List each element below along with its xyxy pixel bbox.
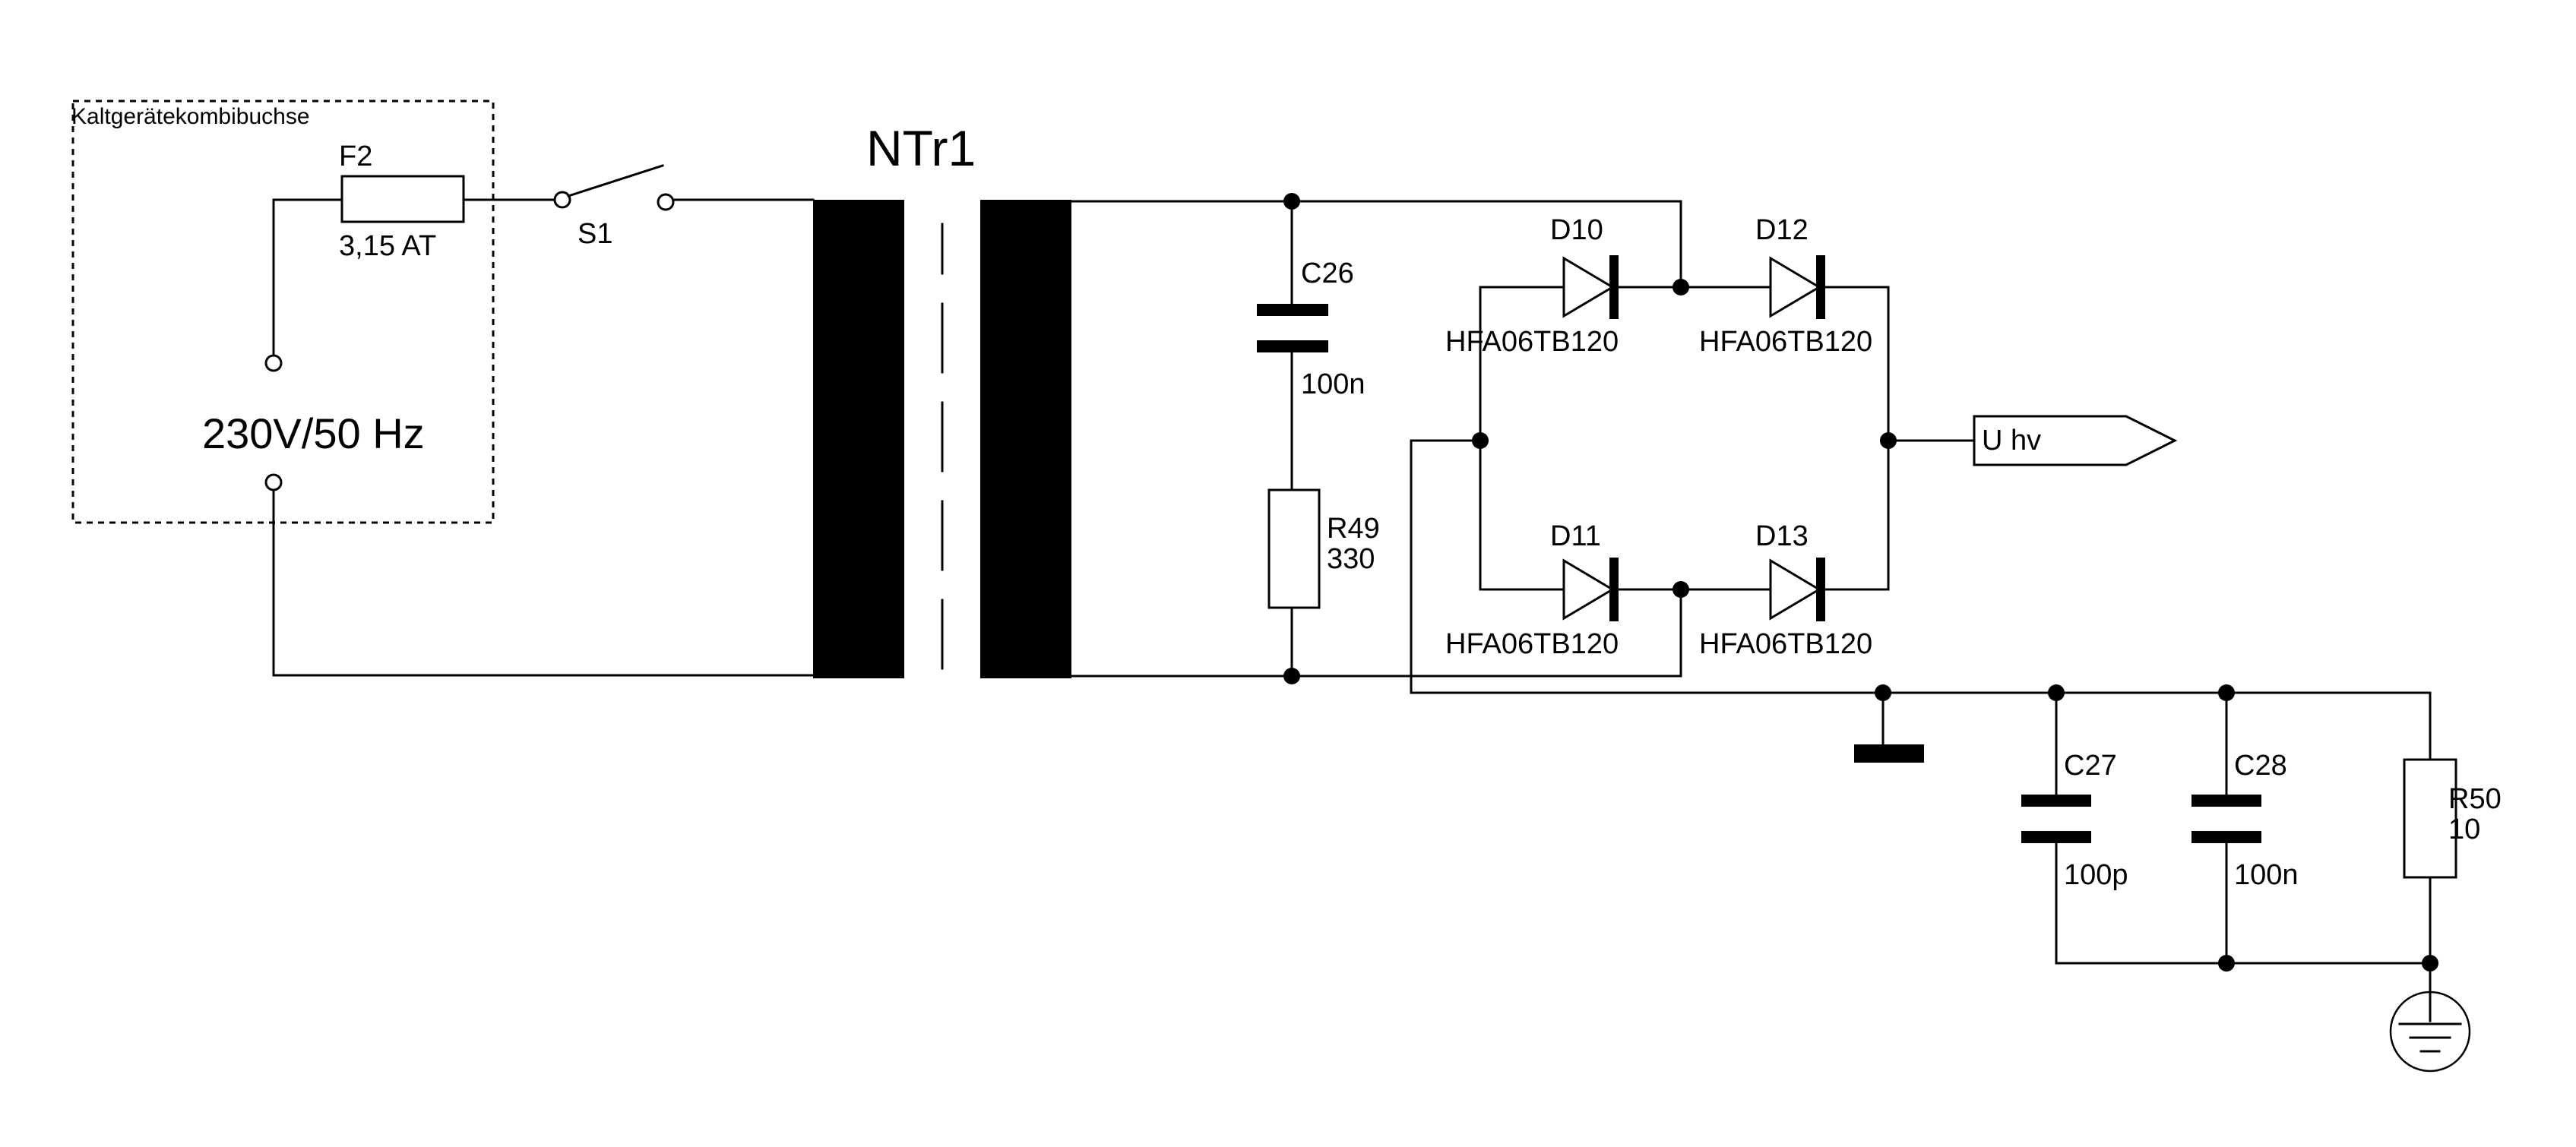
capacitor-c26-ref: C26 — [1301, 258, 1354, 289]
resistor-r49: R49 330 — [1267, 488, 1380, 678]
fuse-f2-ref: F2 — [339, 141, 372, 172]
diode-d10-part: HFA06TB120 — [1445, 326, 1619, 358]
capacitor-c28-ref: C28 — [2234, 750, 2287, 782]
primary-wire-bottom — [272, 483, 815, 677]
capacitor-c27-value: 100p — [2064, 859, 2128, 891]
inlet-enclosure-label: Kaltgerätekombibuchse — [71, 104, 310, 129]
mains-terminal-l — [264, 354, 283, 372]
diode-d11-ref: D11 — [1550, 520, 1601, 552]
junction-rail-c28 — [2218, 684, 2235, 701]
fuse-f2-value: 3,15 AT — [339, 230, 436, 262]
capacitor-c28: C28 100n — [2191, 691, 2299, 965]
bridge-bottom-branch — [1479, 439, 1565, 591]
diode-d13: D13 HFA06TB120 — [1699, 520, 1872, 660]
capacitor-c26-value: 100n — [1301, 368, 1366, 400]
junction-bottom-c28 — [2218, 955, 2235, 972]
junction-bridge-bottom-mid — [1673, 581, 1689, 598]
capacitor-c27: C27 100p — [2021, 691, 2432, 965]
diode-d13-ref: D13 — [1755, 520, 1809, 552]
capacitor-c28-value: 100n — [2234, 859, 2299, 891]
earth-ground-icon — [2389, 962, 2471, 1073]
mains-terminal-n — [264, 473, 283, 491]
diode-d12-ref: D12 — [1755, 214, 1809, 246]
capacitor-c26: C26 100n — [1257, 200, 1366, 491]
transformer-ntr1: NTr1 — [813, 120, 1071, 678]
diode-d12: D12 HFA06TB120 — [1699, 214, 1872, 358]
diode-d11: D11 HFA06TB120 — [1445, 520, 1619, 660]
junction-bridge-top-mid — [1673, 279, 1689, 295]
bridge-top-right-wire — [1822, 286, 1890, 442]
chassis-connection-bar — [1854, 744, 1924, 763]
resistor-r50-value: 10 — [2448, 814, 2480, 845]
capacitor-c27-ref: C27 — [2064, 750, 2117, 782]
diode-d12-part: HFA06TB120 — [1699, 326, 1872, 358]
switch-s1-ref: S1 — [578, 218, 612, 250]
diode-d13-part: HFA06TB120 — [1699, 628, 1872, 660]
inlet-enclosure-outline — [71, 100, 495, 524]
bridge-bottom-right-wire — [1822, 439, 1890, 591]
diode-d11-part: HFA06TB120 — [1445, 628, 1619, 660]
mains-voltage-label: 230V/50 Hz — [202, 409, 425, 457]
switch-s1: S1 — [553, 164, 815, 250]
bridge-top-branch — [1479, 286, 1565, 442]
resistor-r50: R50 10 — [2403, 691, 2502, 965]
resistor-r49-value: 330 — [1327, 543, 1375, 575]
resistor-r50-ref: R50 — [2448, 783, 2502, 815]
bridge-left-return-wire — [1410, 439, 2432, 694]
output-port-label: U hv — [1982, 425, 2041, 457]
diode-d10-ref: D10 — [1550, 214, 1603, 246]
output-port-u-hv — [1973, 415, 2178, 466]
diode-d10: D10 HFA06TB120 — [1445, 214, 1619, 358]
resistor-r49-ref: R49 — [1327, 513, 1380, 545]
fuse-f2: F2 3,15 AT — [339, 141, 465, 262]
transformer-ref: NTr1 — [866, 120, 976, 176]
primary-wire-top — [272, 198, 343, 363]
junction-rail-c27 — [2048, 684, 2065, 701]
junction-rail-chassis — [1875, 684, 1891, 701]
